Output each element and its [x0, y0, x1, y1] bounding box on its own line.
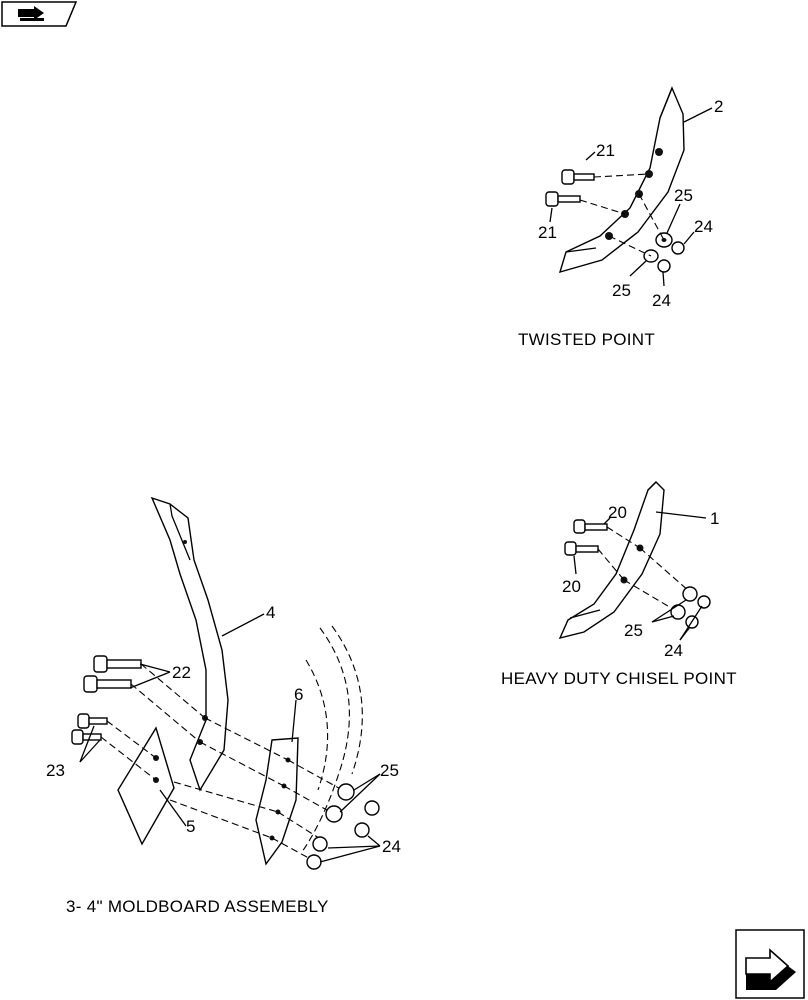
callout-24: 24 — [382, 837, 401, 856]
nuts-24 — [306, 800, 380, 870]
bolts-22 — [83, 655, 142, 693]
bolt-20-lower — [564, 541, 625, 581]
next-page-arrow-icon — [745, 948, 796, 990]
chisel-point-caption: HEAVY DUTY CHISEL POINT — [501, 669, 737, 688]
next-page-nav-button[interactable] — [735, 929, 805, 999]
callout-23: 23 — [46, 761, 65, 780]
washer-25-upper — [655, 232, 673, 248]
callout-1: 1 — [710, 509, 719, 528]
callout-21-lower: 21 — [538, 223, 557, 242]
dashed-arcs — [301, 625, 363, 853]
callout-24: 24 — [664, 641, 683, 660]
moldboard-caption: 3- 4" MOLDBOARD ASSEMEBLY — [66, 897, 329, 916]
moldboard-part-4 — [150, 496, 229, 792]
callout-24-lower: 24 — [652, 291, 671, 310]
washers-25 — [670, 586, 698, 620]
callout-25: 25 — [624, 621, 643, 640]
shin-part-5 — [117, 726, 175, 846]
callout-21-upper: 21 — [596, 141, 615, 160]
point-part-6 — [255, 737, 299, 866]
bolts-23 — [71, 713, 108, 745]
callout-20-lower: 20 — [562, 577, 581, 596]
callout-25-upper: 25 — [674, 186, 693, 205]
previous-page-arrow-icon — [18, 6, 44, 21]
callout-22: 22 — [172, 663, 191, 682]
bolt-21-lower — [545, 191, 626, 215]
nut-24-upper — [671, 241, 685, 255]
nut-24-lower — [657, 259, 671, 273]
callout-25-lower: 25 — [612, 281, 631, 300]
washers-25 — [325, 783, 355, 823]
callout-20-upper: 20 — [608, 503, 627, 522]
twisted-point-assembly: 2 21 21 25 24 25 24 TWISTED POINT — [518, 86, 723, 349]
nuts-24 — [685, 595, 711, 629]
callout-2: 2 — [714, 97, 723, 116]
bolt-21-upper — [561, 169, 650, 185]
bolt-20-upper — [573, 519, 641, 549]
callout-25: 25 — [380, 761, 399, 780]
callout-5: 5 — [186, 817, 195, 836]
previous-page-nav-button[interactable] — [1, 1, 78, 27]
moldboard-assembly: 4 22 6 23 25 5 24 3- 4" MOLDBOARD ASSEME… — [46, 496, 401, 916]
callout-4: 4 — [266, 603, 275, 622]
chisel-point-assembly: 20 1 20 25 24 HEAVY DUTY CHISEL POINT — [501, 481, 737, 688]
twisted-point-caption: TWISTED POINT — [518, 330, 655, 349]
callout-6: 6 — [294, 685, 303, 704]
callout-24-upper: 24 — [694, 217, 713, 236]
